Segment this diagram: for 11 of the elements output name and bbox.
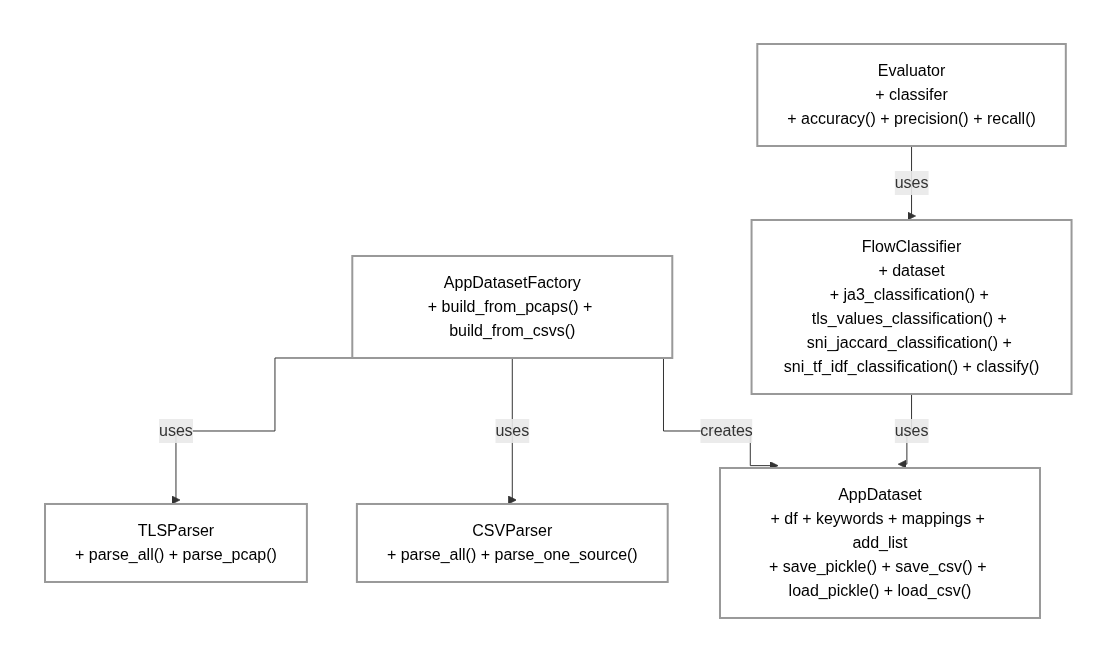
node-box: AppDataset + df + keywords + mappings + add_list + save_pickle() + save_csv() + load_pickle() + load_csv() [718,466,1041,619]
node-box: AppDatasetFactory + build_from_pcaps() + build_from_csvs() [351,254,673,359]
node-box: TLSParser + parse_all() + parse_pcap() [43,502,308,583]
node-box: Evaluator + classifer + accuracy() + precision() + recall() [756,42,1067,147]
edge-label: creates [700,421,753,439]
node-box: CSVParser + parse_all() + parse_one_source() [355,502,669,583]
edge-label: uses [158,421,193,439]
edge-label: uses [894,173,929,191]
node-box: FlowClassifier + dataset + ja3_classification() + tls_values_classification() + sni_jaccard_classification() + sni_tf_idf_classification() + classify() [750,218,1073,395]
edge-label: uses [495,421,529,439]
edge-label: uses [894,421,929,439]
